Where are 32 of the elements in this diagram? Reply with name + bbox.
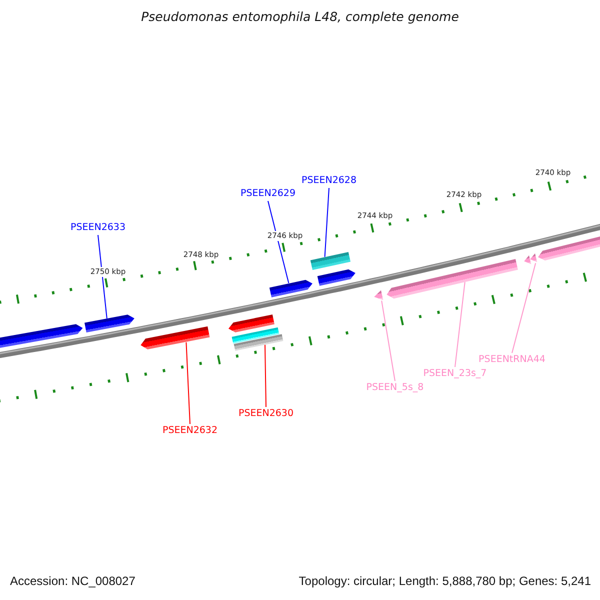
feature-bar <box>234 334 283 351</box>
small-gene-block <box>529 254 538 264</box>
leader-line <box>186 342 190 424</box>
leader-line <box>454 282 466 368</box>
gene-block <box>84 313 136 332</box>
gene-label: PSEEN2633 <box>70 222 126 234</box>
leader-line <box>98 234 108 319</box>
small-gene-block <box>523 255 532 266</box>
gene-label: PSEEN2629 <box>240 188 296 200</box>
small-gene-block <box>373 290 384 302</box>
title: Pseudomonas entomophila L48, complete genome <box>141 9 459 24</box>
gene-block <box>0 323 84 350</box>
leader-line <box>381 300 396 382</box>
gene-label: PSEEN2630 <box>238 408 294 420</box>
accession-text: Accession: NC_008027 <box>10 574 136 588</box>
gene-block <box>385 259 518 300</box>
gene-block <box>270 278 314 297</box>
gene-label: PSEEN_23s_7 <box>423 368 487 380</box>
gene-block <box>140 326 210 351</box>
gene-block <box>227 314 274 334</box>
gene-label: PSEEN2628 <box>301 175 357 187</box>
leader-line <box>324 188 330 258</box>
feature-bar <box>310 252 351 270</box>
gene-block <box>537 236 600 262</box>
gene-block <box>317 268 356 286</box>
leader-line <box>268 200 290 284</box>
gene-label: PSEEN_5s_8 <box>366 382 424 394</box>
gene-label: PSEEN2632 <box>162 425 218 437</box>
gene-label: PSEENtRNA44 <box>478 354 546 366</box>
genome-stats: Topology: circular; Length: 5,888,780 bp; Genes: 5,241 <box>298 574 591 588</box>
feature-bar <box>232 328 280 344</box>
leader-line <box>512 262 536 354</box>
